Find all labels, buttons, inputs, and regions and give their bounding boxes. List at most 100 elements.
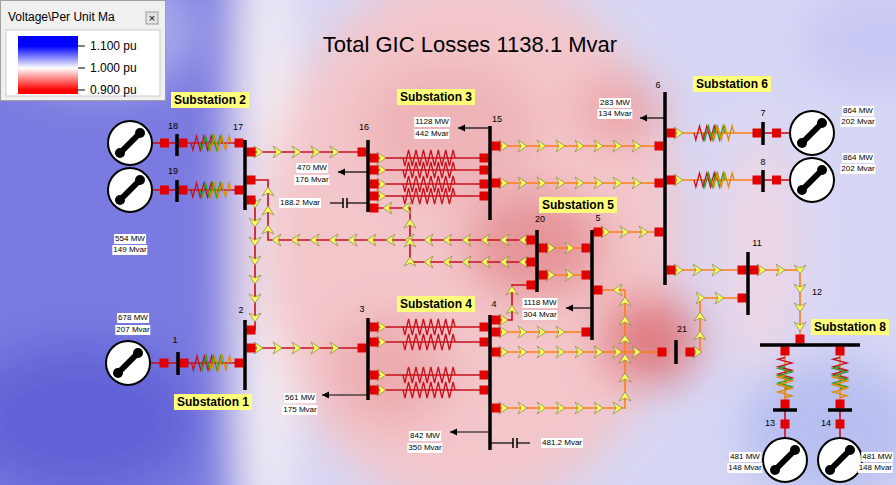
generator-rotor	[825, 465, 835, 475]
gic-arrow	[404, 219, 416, 228]
breaker-square	[247, 148, 256, 157]
generator-circle	[818, 438, 862, 482]
legend-text: 0.900 pu	[90, 83, 137, 97]
contour-zone	[800, 0, 896, 90]
flow-value: 1118 MW	[522, 298, 557, 308]
breaker-square	[492, 328, 501, 337]
gic-arrow	[273, 146, 282, 158]
bus-bar	[176, 352, 180, 375]
generator-rotor	[797, 185, 807, 195]
gic-arrow	[594, 346, 603, 358]
gic-arrow	[594, 402, 603, 414]
breaker-square	[686, 348, 695, 357]
generator-rotor	[122, 182, 138, 198]
gic-arrow	[613, 177, 622, 189]
breaker-square	[527, 281, 536, 290]
gic-arrow	[619, 392, 631, 401]
flow-value: 148 Mvar	[858, 463, 893, 473]
gic-arrow	[565, 269, 574, 281]
bus-bar	[674, 340, 678, 364]
breaker-square	[480, 386, 489, 395]
gic-arrow	[537, 326, 546, 338]
breaker-square	[836, 420, 845, 429]
breaker-square	[480, 323, 489, 332]
gic-arrow	[291, 234, 300, 246]
bus-bar	[760, 343, 860, 347]
breaker-square	[358, 148, 367, 157]
gic-arrow	[292, 342, 301, 354]
load-arrow	[458, 125, 465, 132]
breaker-square	[738, 266, 747, 275]
capacitor-plate	[346, 198, 348, 208]
breaker-square	[539, 271, 548, 280]
gic-arrow	[506, 286, 518, 295]
flow-value: 678 MW	[117, 313, 149, 323]
breaker-square	[370, 204, 379, 213]
gic-arrow	[619, 354, 631, 363]
buses	[177, 92, 860, 450]
breaker-square	[370, 338, 379, 347]
gic-arrow	[424, 234, 433, 246]
flow-value: 442 Mvar	[414, 129, 449, 139]
gic-arrow	[632, 177, 641, 189]
transformer-coil	[209, 183, 231, 197]
gic-arrow	[330, 146, 339, 158]
gic-arrow	[518, 402, 527, 414]
gic-arrow	[794, 303, 806, 312]
gic-arrow	[639, 226, 648, 238]
breaker-square	[480, 192, 489, 201]
breaker-square	[582, 244, 591, 253]
contour-zone	[600, 295, 700, 385]
transformer-coil	[403, 382, 455, 398]
flow-value: 207 Mvar	[115, 325, 150, 335]
breaker-square	[836, 400, 845, 409]
breaker-square	[655, 179, 664, 188]
breaker-square	[480, 371, 489, 380]
loads	[322, 115, 665, 436]
gic-arrow	[613, 140, 622, 152]
breaker-square	[247, 344, 256, 353]
bus-bar	[175, 134, 179, 156]
breakers	[160, 129, 845, 429]
breaker-square	[772, 129, 781, 138]
flow-value: 283 MW	[599, 98, 631, 108]
gic-arrow	[310, 234, 319, 246]
flow-value: 842 MW	[409, 431, 441, 441]
flow-value: 175 Mvar	[282, 405, 317, 415]
breaker-square	[492, 142, 501, 151]
gic-arrow	[518, 177, 527, 189]
gic-arrow	[632, 346, 641, 358]
breaker-square	[235, 186, 244, 195]
gic-arrow	[481, 256, 490, 268]
flow-value: 481 MW	[861, 452, 893, 462]
load-arrow	[566, 305, 573, 312]
breaker-square	[160, 186, 169, 195]
transformer-coil	[833, 376, 847, 398]
gic-arrow	[404, 238, 416, 247]
generator-rotor	[122, 135, 138, 151]
gic-arrow	[500, 234, 509, 246]
bus-number: 11	[752, 239, 761, 249]
flow-value: 481.2 Mvar	[541, 438, 583, 448]
gic-arrow	[594, 177, 603, 189]
gic-arrow	[249, 275, 261, 284]
flow-value: 188.2 Mvar	[279, 198, 321, 208]
generator-rotor	[135, 128, 145, 138]
gic-arrow	[262, 225, 274, 234]
generator-symbol	[790, 158, 834, 202]
breaker-square	[772, 176, 781, 185]
breaker-square	[370, 323, 379, 332]
substation-label: Substation 8	[811, 319, 889, 335]
gic-arrow	[693, 264, 702, 276]
generator-rotor	[777, 452, 793, 468]
bus-number: 7	[760, 109, 765, 119]
generator-rotor	[133, 348, 143, 358]
generator-rotor	[845, 445, 855, 455]
breaker-square	[370, 192, 379, 201]
gic-arrow	[348, 234, 357, 246]
capacitor-plate	[342, 198, 344, 208]
breaker-square	[247, 326, 256, 335]
gic-arrow	[311, 146, 320, 158]
transformer-coil	[403, 319, 455, 335]
breaker-square	[781, 400, 790, 409]
